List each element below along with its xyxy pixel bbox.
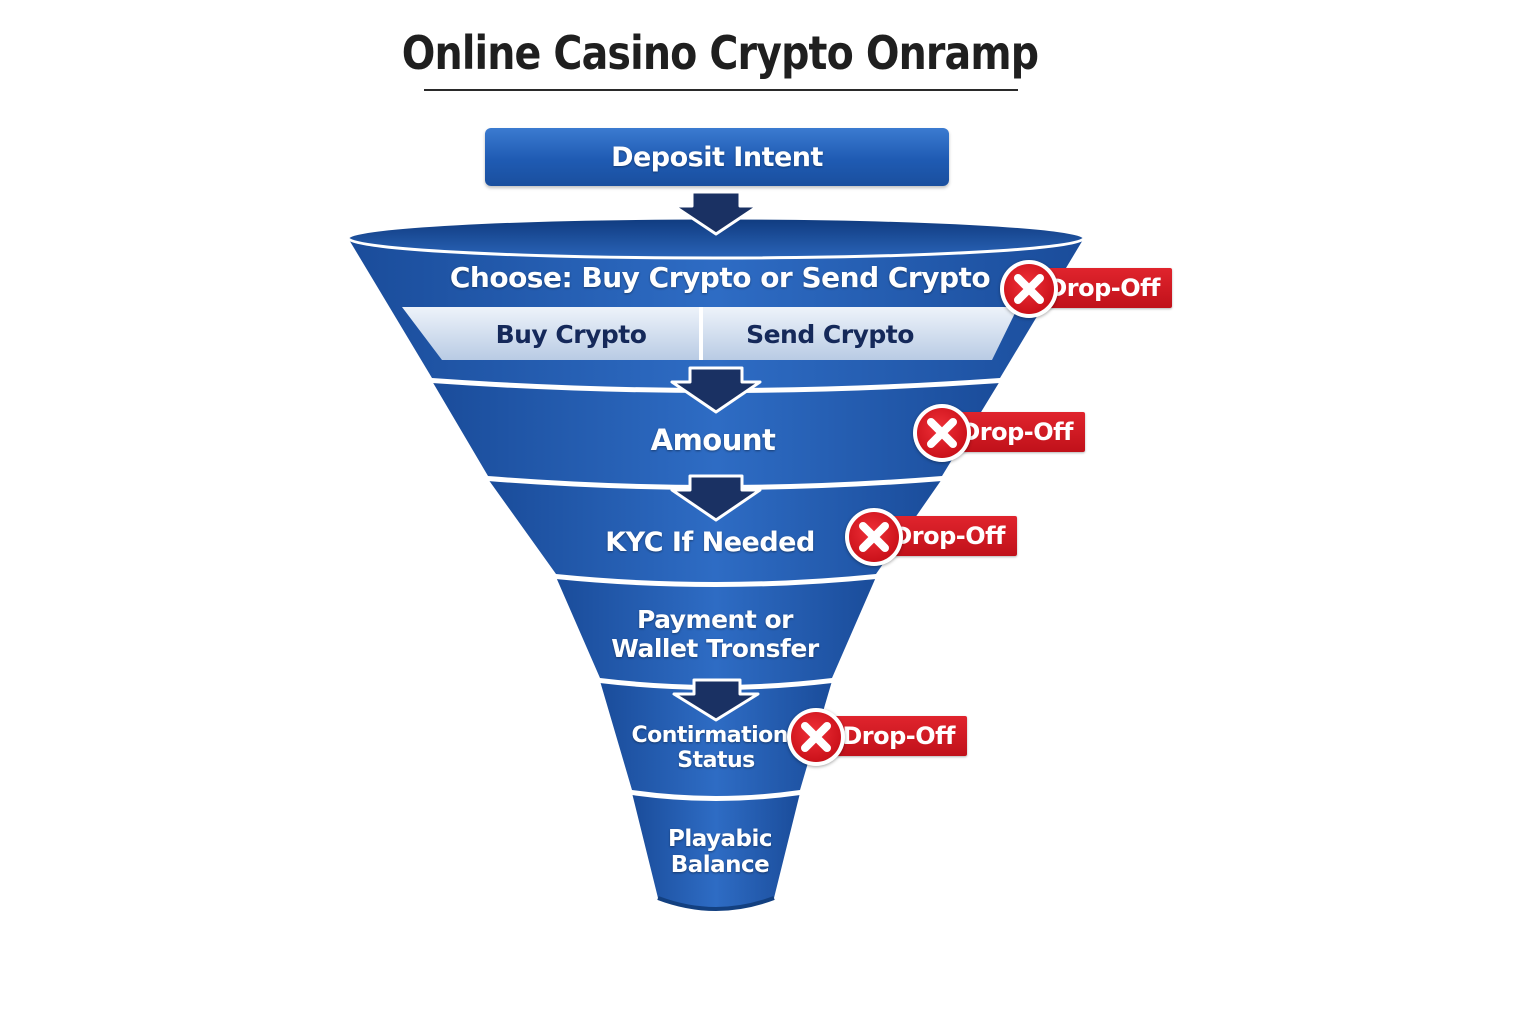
deposit-intent-label: Deposit Intent	[611, 141, 823, 173]
flow-arrow-2	[670, 366, 762, 414]
dropoff-badge-choose: Drop-Off	[1000, 260, 1204, 322]
stage-label-payment-line1: Payment or	[636, 605, 794, 634]
stage-label-amount: Amount	[650, 423, 776, 457]
title-underline	[424, 89, 1018, 91]
dropoff-tag: Drop-Off	[949, 412, 1085, 452]
stage-label-confirmations-line2: Status	[677, 748, 755, 774]
funnel-stage-balance	[631, 791, 801, 911]
stage-label-balance-line2: Balance	[670, 852, 770, 879]
dropoff-label: Drop-Off	[960, 418, 1073, 446]
option-buy-crypto: Buy Crypto	[495, 320, 647, 349]
x-circle-icon	[1000, 260, 1058, 318]
x-circle-icon	[787, 708, 845, 766]
deposit-intent-box: Deposit Intent	[485, 128, 949, 186]
dropoff-tag: Drop-Off	[881, 516, 1017, 556]
dropoff-badge-kyc: Drop-Off	[845, 508, 1049, 570]
flow-arrow-4	[672, 678, 760, 722]
stage-label-payment: Payment or Wallet Tronsfer	[580, 605, 850, 664]
flow-arrow-1	[672, 190, 760, 236]
stage-label-balance: Playabic Balance	[640, 826, 800, 879]
stage-label-balance-line1: Playabic	[667, 826, 773, 852]
flow-arrow-3	[670, 474, 762, 522]
dropoff-tag: Drop-Off	[1036, 268, 1172, 308]
dropoff-tag: Drop-Off	[823, 716, 967, 756]
stage-label-choose: Choose: Buy Crypto or Send Crypto	[449, 261, 991, 294]
option-send-crypto: Send Crypto	[746, 320, 914, 349]
options-strip	[402, 307, 1018, 360]
dropoff-badge-confirmations: Drop-Off	[787, 708, 971, 770]
x-circle-icon	[913, 404, 971, 462]
stage-label-payment-line2: Wallet Tronsfer	[611, 633, 819, 663]
stage-label-confirmations: Contirmations Status	[614, 723, 818, 774]
x-circle-icon	[845, 508, 903, 566]
dropoff-label: Drop-Off	[842, 722, 955, 750]
dropoff-label: Drop-Off	[892, 522, 1005, 550]
dropoff-badge-amount: Drop-Off	[913, 404, 1117, 466]
funnel-stage-choose	[346, 216, 1086, 388]
stage-label-confirmations-line1: Contirmations	[631, 723, 801, 748]
stage-label-kyc: KYC If Needed	[605, 527, 815, 558]
page-title: Online Casino Crypto Onramp	[401, 26, 1039, 80]
funnel-stage-payment	[555, 575, 877, 685]
dropoff-label: Drop-Off	[1047, 274, 1160, 302]
